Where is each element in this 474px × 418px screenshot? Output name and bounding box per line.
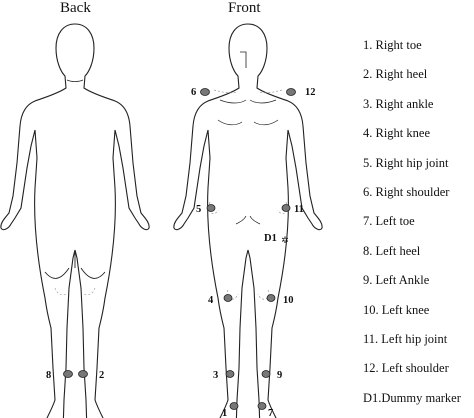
marker-1-right-toe bbox=[229, 402, 239, 410]
marker-5-right-hip-joint bbox=[206, 204, 216, 212]
marker-label-9: 9 bbox=[277, 370, 282, 381]
marker-8-left-heel bbox=[63, 370, 73, 378]
marker-10-left-knee bbox=[266, 294, 276, 302]
markers: ✲ bbox=[63, 88, 296, 410]
marker-11-left-hip-joint bbox=[281, 204, 291, 212]
marker-2-right-heel bbox=[78, 370, 88, 378]
legend-item: 10. Left knee bbox=[363, 302, 430, 317]
legend-item: 12. Left shoulder bbox=[363, 361, 449, 376]
legend-item: 2. Right heel bbox=[363, 67, 428, 82]
marker-9-left-ankle bbox=[261, 370, 271, 378]
marker-label-3: 3 bbox=[213, 370, 218, 381]
legend-item: 11. Left hip joint bbox=[363, 331, 448, 346]
front-body-figure bbox=[173, 23, 323, 418]
marker-3-right-ankle bbox=[225, 370, 235, 378]
marker-label-2: 2 bbox=[99, 370, 104, 381]
marker-label-6: 6 bbox=[191, 87, 196, 98]
front-view-title: Front bbox=[228, 0, 261, 16]
marker-7-left-toe bbox=[257, 402, 267, 410]
marker-legend: 1. Right toe 2. Right heel 3. Right ankl… bbox=[363, 35, 461, 417]
back-body-figure bbox=[0, 23, 150, 418]
marker-label-10: 10 bbox=[283, 295, 294, 306]
marker-label-5: 5 bbox=[196, 204, 201, 215]
legend-item: D1.Dummy marker bbox=[363, 390, 461, 405]
marker-label-12: 12 bbox=[305, 87, 316, 98]
legend-item: 7. Left toe bbox=[363, 214, 415, 229]
marker-label-8: 8 bbox=[46, 370, 51, 381]
marker-label-4: 4 bbox=[208, 295, 214, 306]
marker-12-left-shoulder bbox=[286, 88, 296, 96]
marker-label-1: 1 bbox=[222, 408, 227, 418]
marker-label-d1: D1 bbox=[264, 233, 277, 244]
legend-item: 9. Left Ankle bbox=[363, 273, 430, 288]
legend-item: 1. Right toe bbox=[363, 38, 422, 52]
marker-label-7: 7 bbox=[268, 408, 273, 418]
legend-item: 3. Right ankle bbox=[363, 96, 434, 111]
marker-d1-dummy: ✲ bbox=[281, 235, 289, 245]
legend-item: 4. Right knee bbox=[363, 126, 431, 141]
marker-6-right-shoulder bbox=[200, 88, 210, 96]
back-view-title: Back bbox=[60, 0, 91, 16]
marker-labels: 6 12 5 11 D1 4 10 3 9 1 7 8 2 bbox=[46, 87, 316, 418]
marker-label-11: 11 bbox=[294, 204, 304, 215]
marker-4-right-knee bbox=[223, 294, 233, 302]
legend-item: 8. Left heel bbox=[363, 243, 421, 258]
legend-item: 5. Right hip joint bbox=[363, 155, 449, 170]
legend-item: 6. Right shoulder bbox=[363, 184, 450, 199]
